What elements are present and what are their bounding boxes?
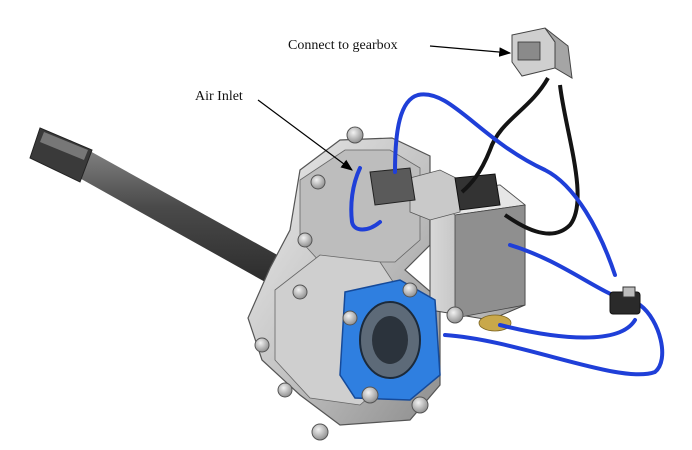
solenoid: [369, 167, 501, 211]
connect-to-gearbox-label: Connect to gearbox: [288, 38, 398, 53]
blue-flange: [339, 279, 441, 401]
air-inlet-arrow: [257, 99, 353, 171]
gearbox-connector: [511, 27, 573, 79]
drive-shaft: [29, 127, 290, 288]
connector-cable: [460, 77, 580, 236]
tee-fitting: [609, 286, 641, 315]
air-inlet-label: Air Inlet: [195, 89, 243, 104]
gearbox-arrow: [429, 45, 512, 57]
bolts: [254, 126, 464, 441]
callout-arrows: [257, 45, 512, 171]
